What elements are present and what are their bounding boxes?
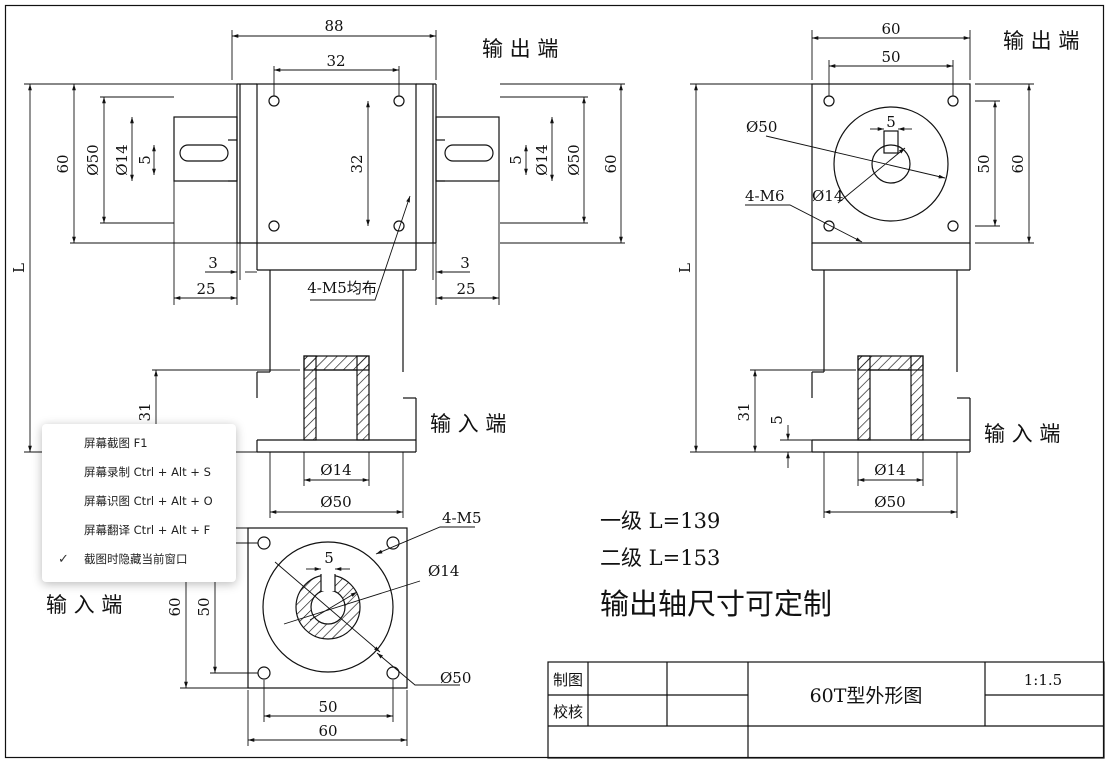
note-custom-shaft: 输出轴尺寸可定制 — [600, 587, 832, 621]
menu-item-label: 屏幕截图 F1 — [84, 436, 148, 450]
dim-50-bottom: 50 — [318, 698, 337, 716]
dim-60-right: 60 — [602, 154, 620, 173]
bottom-view — [247, 527, 408, 689]
dim-dia50-front-bottom: Ø50 — [320, 493, 351, 511]
menu-item-label: 屏幕识图 Ctrl + Alt + O — [84, 494, 213, 508]
dim-3-left: 3 — [208, 254, 218, 272]
title-drawing-name: 60T型外形图 — [810, 685, 923, 707]
dim-L-front: L — [10, 263, 28, 273]
dim-31-front: 31 — [136, 402, 154, 421]
dim-dia14-side: Ø14 — [812, 187, 843, 205]
dim-5-right: 5 — [507, 155, 525, 165]
menu-item-hide-window[interactable]: ✓ 截图时隐藏当前窗口 — [42, 545, 236, 574]
dim-60-side-top: 60 — [881, 20, 900, 38]
label-input-side: 输 入 端 — [984, 422, 1060, 446]
dim-60-bottom-left: 60 — [166, 597, 184, 616]
dim-32-top: 32 — [326, 52, 345, 70]
dim-dia14-bottom: Ø14 — [428, 562, 459, 580]
note-stage1: 一级 L=139 — [600, 509, 720, 533]
label-input-front: 输 入 端 — [430, 412, 506, 436]
dim-dia14-left: Ø14 — [113, 144, 131, 175]
title-scale: 1:1.5 — [1024, 671, 1062, 689]
dim-50-side-top: 50 — [881, 48, 900, 66]
callout-4-m5: 4-M5 — [442, 509, 482, 527]
screenshot-context-menu: 屏幕截图 F1 屏幕录制 Ctrl + Alt + S 屏幕识图 Ctrl + … — [42, 424, 236, 582]
note-stage2: 二级 L=153 — [600, 546, 720, 570]
label-input-bottom: 输 入 端 — [46, 593, 122, 617]
sheet-border — [4, 4, 1105, 759]
menu-item-screen-translate[interactable]: 屏幕翻译 Ctrl + Alt + F — [42, 516, 236, 545]
dim-31-side: 31 — [735, 402, 753, 421]
dim-dia50-right: Ø50 — [565, 144, 583, 175]
callout-4-m6: 4-M6 — [745, 187, 785, 205]
menu-item-label: 屏幕录制 Ctrl + Alt + S — [84, 465, 211, 479]
dim-dia50-side: Ø50 — [746, 118, 777, 136]
dim-dia50-side-bottom: Ø50 — [874, 493, 905, 511]
side-view — [811, 83, 971, 453]
menu-item-label: 截图时隐藏当前窗口 — [84, 552, 188, 566]
dim-dia50-left: Ø50 — [84, 144, 102, 175]
title-block — [547, 661, 1105, 759]
title-checked-label: 校核 — [553, 703, 583, 721]
label-output-front: 输 出 端 — [482, 37, 558, 61]
menu-item-screen-ocr[interactable]: 屏幕识图 Ctrl + Alt + O — [42, 487, 236, 516]
title-drawn-label: 制图 — [553, 671, 583, 689]
dim-60-bottom: 60 — [318, 722, 337, 740]
dim-3-right: 3 — [460, 254, 470, 272]
dim-32-holes: 32 — [348, 154, 366, 173]
checkmark-icon: ✓ — [58, 552, 69, 567]
dim-5-bottom: 5 — [324, 549, 334, 567]
dim-dia14-side-bottom: Ø14 — [874, 461, 905, 479]
dim-25-right: 25 — [456, 280, 475, 298]
menu-item-label: 屏幕翻译 Ctrl + Alt + F — [84, 523, 211, 537]
dim-dia14-front-bottom: Ø14 — [320, 461, 351, 479]
dim-5-left: 5 — [136, 155, 154, 165]
dim-88: 88 — [324, 17, 343, 35]
dim-L-side: L — [676, 263, 694, 273]
menu-item-screen-record[interactable]: 屏幕录制 Ctrl + Alt + S — [42, 458, 236, 487]
dim-5-side: 5 — [886, 113, 896, 131]
dim-25-left: 25 — [196, 280, 215, 298]
label-output-side: 输 出 端 — [1003, 29, 1079, 53]
dim-dia14-right: Ø14 — [533, 144, 551, 175]
callout-4-m5-even: 4-M5均布 — [307, 279, 377, 297]
dim-60-left: 60 — [54, 154, 72, 173]
front-view — [173, 83, 500, 453]
dim-50-side-right: 50 — [975, 154, 993, 173]
dim-5-side-bottom: 5 — [768, 415, 786, 425]
dim-50-bottom-left: 50 — [195, 597, 213, 616]
dim-dia50-bottom: Ø50 — [440, 669, 471, 687]
dim-60-side-right: 60 — [1009, 154, 1027, 173]
menu-item-screenshot[interactable]: 屏幕截图 F1 — [42, 429, 236, 458]
